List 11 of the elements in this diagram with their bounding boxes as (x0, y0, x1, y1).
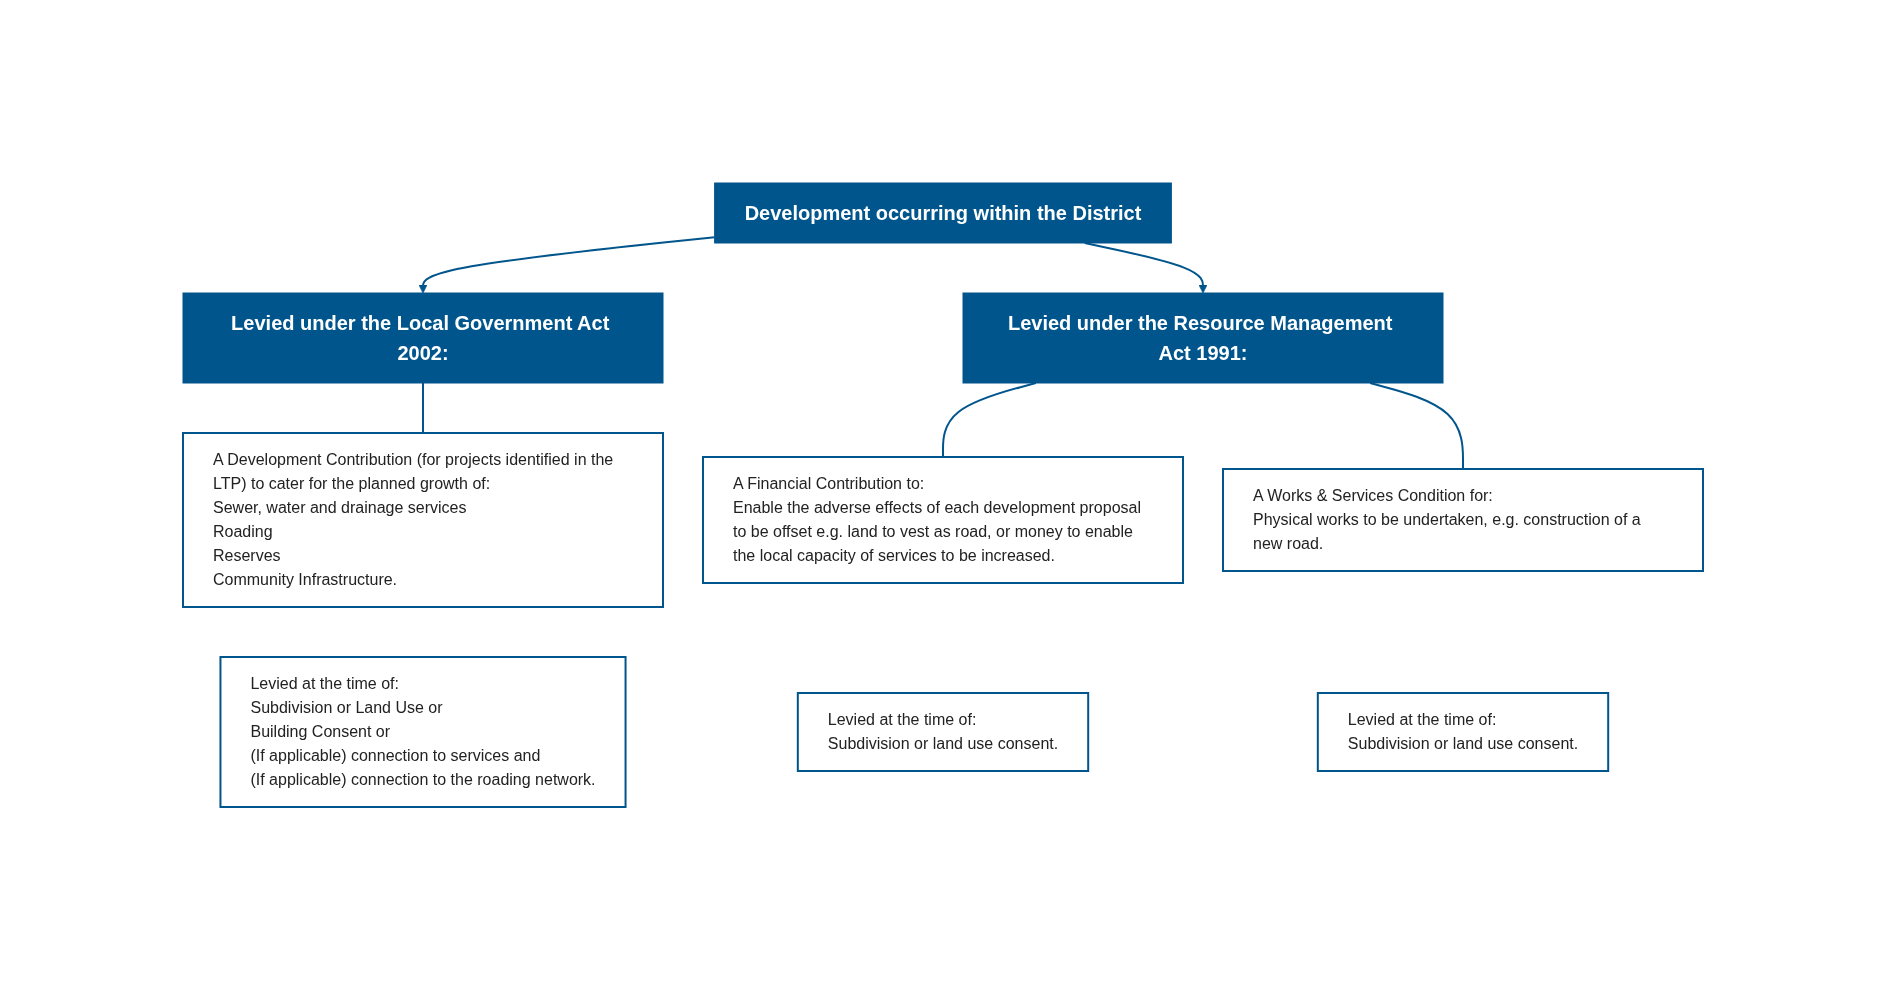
connector (421, 382, 424, 434)
node-box: Levied at the time of: Subdivision or Land Use or Building Consent or (If applicable) connection to services and (If applicable) connection to the roading network. (218, 656, 627, 808)
node-box: Levied at the time of: Subdivision or land use consent. (1316, 692, 1609, 772)
node-box: Development occurring within the District (713, 182, 1172, 244)
node-box: Levied under the Local Government Act 2002: (182, 292, 663, 384)
arrow (418, 236, 716, 294)
node-box: Levied at the time of: Subdivision or land use consent. (796, 692, 1089, 772)
node-box: A Financial Contribution to: Enable the adverse effects of each development proposal to be offset e.g. land to vest as road, or money to enable the local capacity of services to be increased. (701, 456, 1184, 584)
node-box: A Works & Services Condition for: Physical works to be undertaken, e.g. construction of a new road. (1221, 468, 1704, 572)
node-box: A Development Contribution (for projects identified in the LTP) to cater for the planned growth of: Sewer, water and drainage services Roading Reserves Community Infrastructure. (181, 432, 664, 608)
node-box: Levied under the Resource Management Act 1991: (962, 292, 1443, 384)
